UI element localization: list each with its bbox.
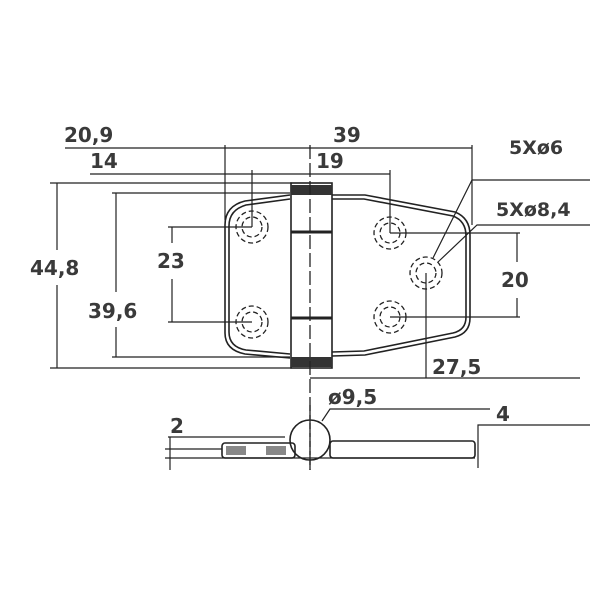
dim-label-2: 2 bbox=[170, 414, 184, 438]
dim-label-14: 14 bbox=[90, 149, 118, 173]
dim-label-20-9: 20,9 bbox=[64, 123, 113, 147]
hole-spec-8-4: 5Xø8,4 bbox=[496, 199, 571, 221]
dim-label-39: 39 bbox=[333, 123, 361, 147]
dim-label-44-8: 44,8 bbox=[30, 256, 79, 280]
dim-label-23: 23 bbox=[157, 249, 185, 273]
knuckle bbox=[290, 182, 333, 369]
dim-label-knuckle-diameter: ø9,5 bbox=[328, 385, 377, 409]
mounting-holes bbox=[235, 210, 443, 339]
hole-spec-6: 5Xø6 bbox=[509, 137, 563, 159]
left-leaf-outline bbox=[224, 194, 291, 359]
right-leaf-inner bbox=[331, 198, 467, 353]
side-view bbox=[165, 405, 590, 470]
dim-label-27-5: 27,5 bbox=[432, 355, 481, 379]
dim-label-19: 19 bbox=[316, 149, 344, 173]
left-leaf-inner bbox=[228, 198, 291, 355]
right-leaf-outline bbox=[331, 194, 471, 357]
dim-label-39-6: 39,6 bbox=[88, 299, 137, 323]
dim-label-4: 4 bbox=[496, 402, 510, 426]
dim-label-20: 20 bbox=[501, 268, 529, 292]
dimension-lines bbox=[50, 145, 590, 379]
